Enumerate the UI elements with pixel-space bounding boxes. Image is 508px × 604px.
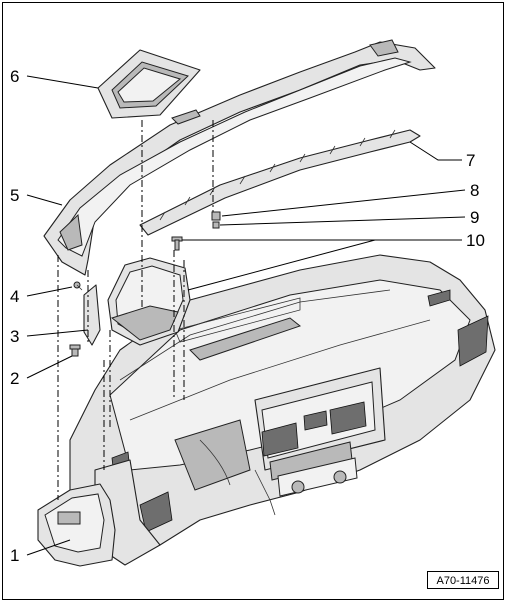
- screw-8: [211, 211, 221, 221]
- side-bracket: [83, 284, 101, 346]
- callout-8: 8: [470, 181, 479, 200]
- display-frame: [97, 49, 201, 119]
- callout-3: 3: [10, 327, 19, 346]
- assembly-lines: [57, 120, 214, 500]
- callout-2: 2: [10, 369, 19, 388]
- center-module: [107, 257, 191, 346]
- callout-10: 10: [466, 231, 485, 250]
- screw-4: [73, 281, 83, 291]
- upper-dash-trim: [43, 39, 436, 276]
- defroster-strip: [139, 129, 421, 236]
- callout-9: 9: [470, 208, 479, 227]
- screw-9: [212, 221, 220, 229]
- callout-numbers: 1 2 3 4 5 6 7 8 9 10: [10, 67, 485, 565]
- screw-2: [69, 344, 81, 357]
- callout-7: 7: [466, 151, 475, 170]
- callout-5: 5: [10, 186, 19, 205]
- lower-trim-panel: [37, 483, 116, 567]
- screw-10: [171, 236, 183, 251]
- callout-1: 1: [10, 546, 19, 565]
- leader-lines: [26, 75, 466, 556]
- callout-6: 6: [10, 67, 19, 86]
- callout-4: 4: [10, 287, 19, 306]
- figure-reference: A70-11476: [427, 571, 499, 589]
